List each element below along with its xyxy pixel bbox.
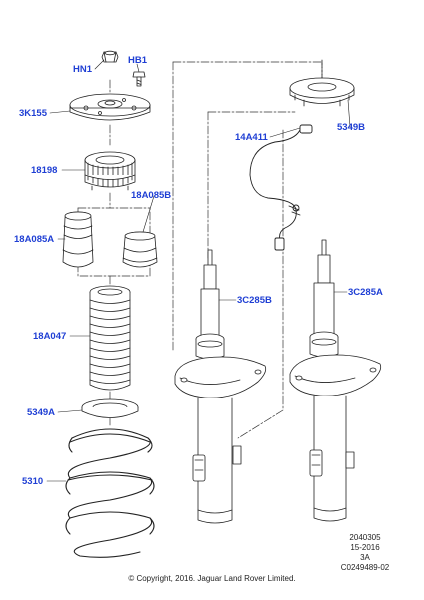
top-mount-3k155 — [69, 93, 151, 121]
coil-spring-5310 — [65, 428, 155, 558]
callout-3c285b[interactable]: 3C285B — [237, 295, 272, 306]
callout-18a085b[interactable]: 18A085B — [131, 190, 172, 201]
strut-3c285a — [289, 239, 382, 522]
dust-boot-18a047 — [89, 285, 131, 391]
callout-14a411[interactable]: 14A411 — [235, 132, 268, 143]
callout-5310[interactable]: 5310 — [22, 476, 44, 487]
callout-18a085a[interactable]: 18A085A — [14, 234, 55, 245]
reference-line-3: 3A — [360, 553, 370, 562]
bearing-18198 — [84, 151, 136, 191]
reference-line-4: C0249489-02 — [340, 563, 390, 572]
callout-18a047[interactable]: 18A047 — [33, 331, 67, 342]
callout-5349b[interactable]: 5349B — [337, 122, 365, 133]
strut-3c285b — [174, 249, 267, 524]
bump-stop-18a085a — [62, 211, 94, 268]
spring-seat-5349a — [81, 398, 139, 418]
bump-stop-18a085b — [122, 231, 158, 268]
bolt-hb1 — [132, 71, 146, 87]
copyright-notice: © Copyright, 2016. Jaguar Land Rover Lim… — [128, 574, 296, 583]
callout-3k155[interactable]: 3K155 — [19, 108, 47, 119]
upper-seat-5349b — [289, 59, 355, 107]
callout-18198[interactable]: 18198 — [31, 165, 58, 176]
reference-line-1: 2040305 — [349, 533, 381, 542]
nut-hn1 — [101, 50, 119, 63]
callout-hb1[interactable]: HB1 — [128, 55, 148, 66]
sensor-cable-14a411 — [249, 124, 313, 251]
leader-lines — [46, 59, 351, 482]
callout-3c285a[interactable]: 3C285A — [348, 287, 383, 298]
reference-block: 2040305 15-2016 3A C0249489-02 — [330, 533, 400, 573]
callout-hn1[interactable]: HN1 — [73, 64, 93, 75]
reference-line-2: 15-2016 — [350, 543, 380, 552]
callout-5349a[interactable]: 5349A — [27, 407, 55, 418]
